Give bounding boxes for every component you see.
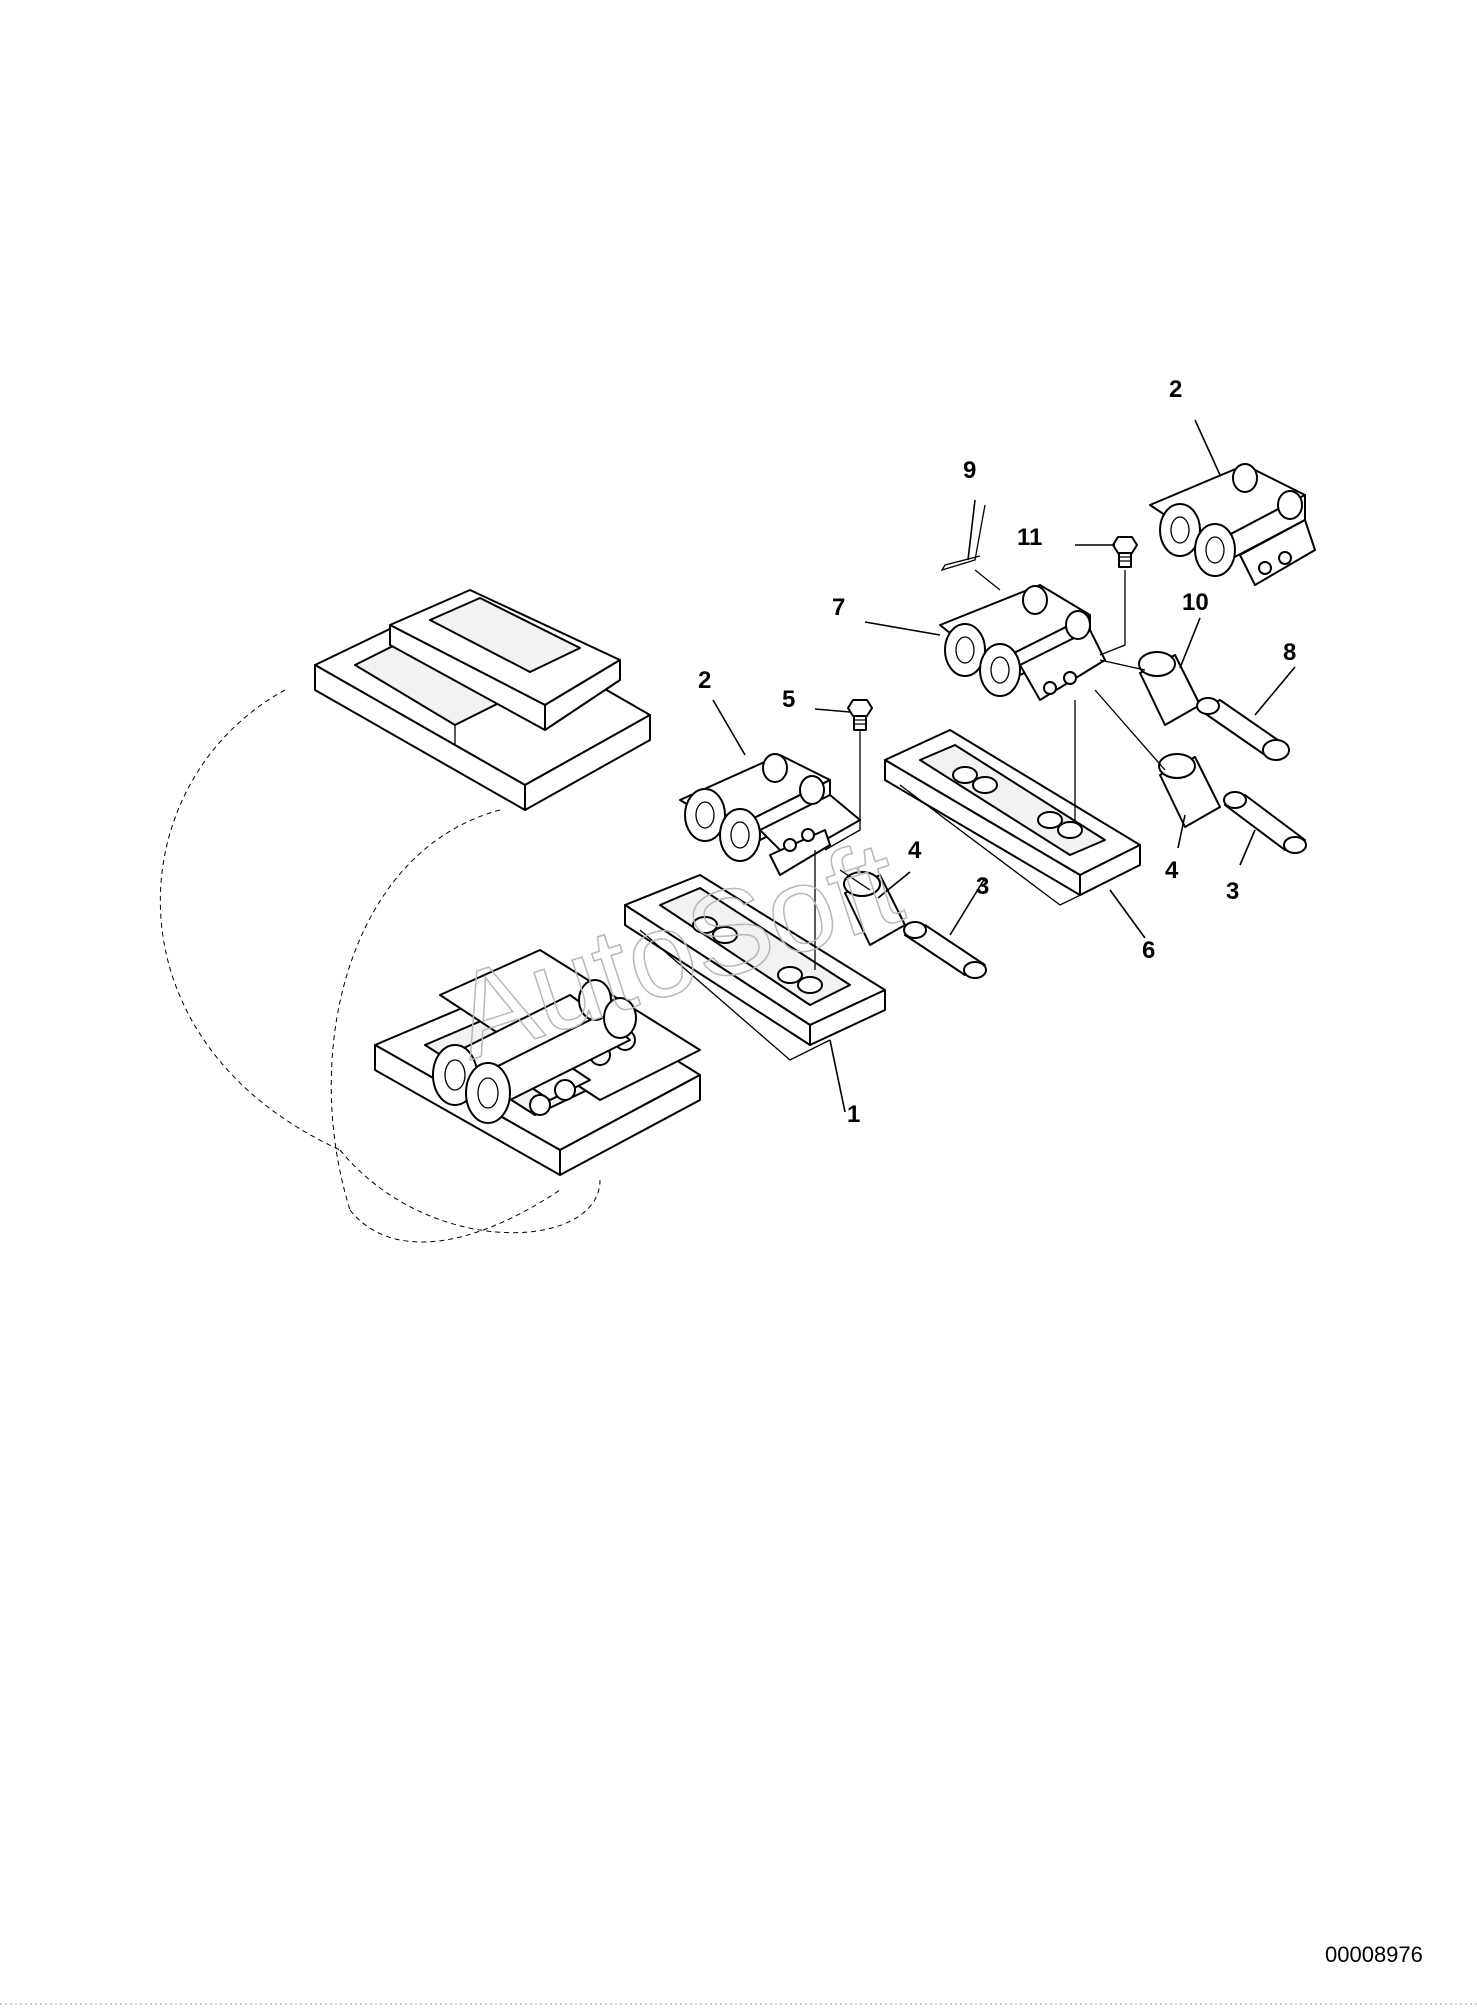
part-4-bushing-rear — [1158, 753, 1221, 828]
track-shoe-assembled — [374, 949, 701, 1176]
callout-1: 1 — [847, 1101, 860, 1128]
document-number: 00008976 — [1325, 1942, 1423, 1967]
leader-lines — [712, 419, 1296, 1113]
part-8-pin — [1196, 697, 1290, 761]
part-2-link-upper — [1149, 463, 1316, 586]
part-11-bolt — [1112, 536, 1138, 568]
callout-labels: 1 2 2 3 3 4 4 5 6 7 8 9 10 11 — [698, 376, 1296, 1128]
part-10-bushing — [1138, 651, 1201, 726]
callout-5: 5 — [782, 686, 795, 713]
callout-10: 10 — [1182, 589, 1209, 616]
part-3-pin-middle — [903, 921, 987, 979]
callout-2-upper: 2 — [1169, 376, 1182, 403]
callout-9: 9 — [963, 457, 976, 484]
callout-4-middle: 4 — [908, 837, 922, 864]
part-5-bolt — [847, 699, 873, 731]
part-3-pin-rear — [1223, 791, 1307, 854]
part-2-link-middle — [679, 753, 861, 876]
callout-6: 6 — [1142, 937, 1155, 964]
track-pad-upper-left — [314, 589, 651, 811]
part-9-pin-clip — [940, 504, 986, 572]
callout-7: 7 — [832, 594, 845, 621]
part-1-track-shoe — [624, 874, 886, 1061]
part-7-master-link — [939, 584, 1106, 701]
callout-4-rear: 4 — [1165, 857, 1179, 884]
callout-8: 8 — [1283, 639, 1296, 666]
callout-3-middle: 3 — [976, 873, 989, 900]
part-6-track-shoe — [884, 729, 1141, 906]
callout-11: 11 — [1017, 524, 1042, 551]
assembly-guide-lines — [814, 569, 1166, 970]
track-loop-outline — [159, 689, 601, 1243]
callout-2-middle: 2 — [698, 667, 711, 694]
callout-3-rear: 3 — [1226, 878, 1239, 905]
